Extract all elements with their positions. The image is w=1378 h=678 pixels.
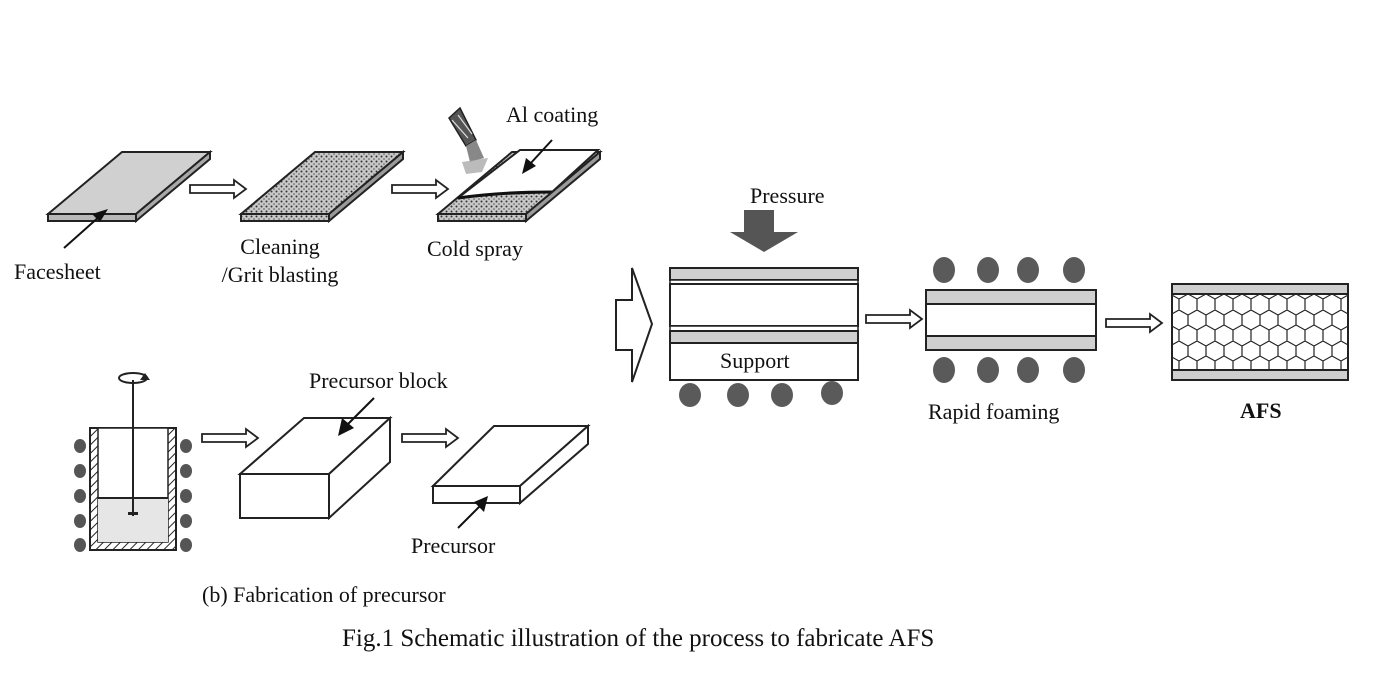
precursor-block-pointer-arrow [338, 397, 375, 436]
label-rapid-foaming: Rapid foaming [928, 399, 1060, 424]
figure-caption: Fig.1 Schematic illustration of the proc… [342, 625, 935, 652]
heater-dots-foaming [933, 257, 1085, 383]
sub-caption-b: (b) Fabrication of precursor [202, 582, 446, 607]
al-coating-pointer-arrow [522, 139, 553, 174]
cold-spray-plate [435, 149, 603, 224]
process-arrow-1 [189, 178, 248, 200]
label-facesheet: Facesheet [14, 259, 101, 284]
label-afs: AFS [1240, 398, 1282, 423]
heater-dots-bottom [679, 381, 843, 407]
label-precursor: Precursor [411, 533, 496, 558]
precursor-pointer-arrow [457, 496, 488, 529]
pressing-assembly [669, 267, 859, 381]
pressure-arrow-icon [730, 210, 798, 252]
label-support: Support [720, 348, 790, 373]
label-al-coating: Al coating [506, 102, 599, 127]
label-pressure: Pressure [750, 183, 825, 208]
foaming-assembly [925, 289, 1097, 351]
process-arrow-3 [201, 427, 260, 449]
facesheet-pointer-arrow [63, 209, 108, 249]
label-precursor-block: Precursor block [309, 368, 448, 393]
process-arrow-6 [1105, 312, 1164, 334]
crucible-heater-icon [74, 372, 192, 552]
process-arrow-4 [401, 427, 460, 449]
label-cold-spray: Cold spray [427, 236, 523, 261]
spray-nozzle-icon [448, 106, 488, 174]
afs-panel [1171, 283, 1349, 381]
label-cleaning-line2: /Grit blasting [221, 262, 339, 287]
label-cleaning-line1: Cleaning [240, 234, 320, 259]
big-merge-arrow [615, 267, 654, 383]
precursor-block-shape [237, 415, 393, 521]
process-arrow-5 [865, 308, 924, 330]
precursor-plate-shape [430, 423, 591, 506]
process-arrow-2 [391, 178, 450, 200]
facesheet-plate [45, 149, 213, 224]
grit-blasted-plate [238, 149, 406, 224]
